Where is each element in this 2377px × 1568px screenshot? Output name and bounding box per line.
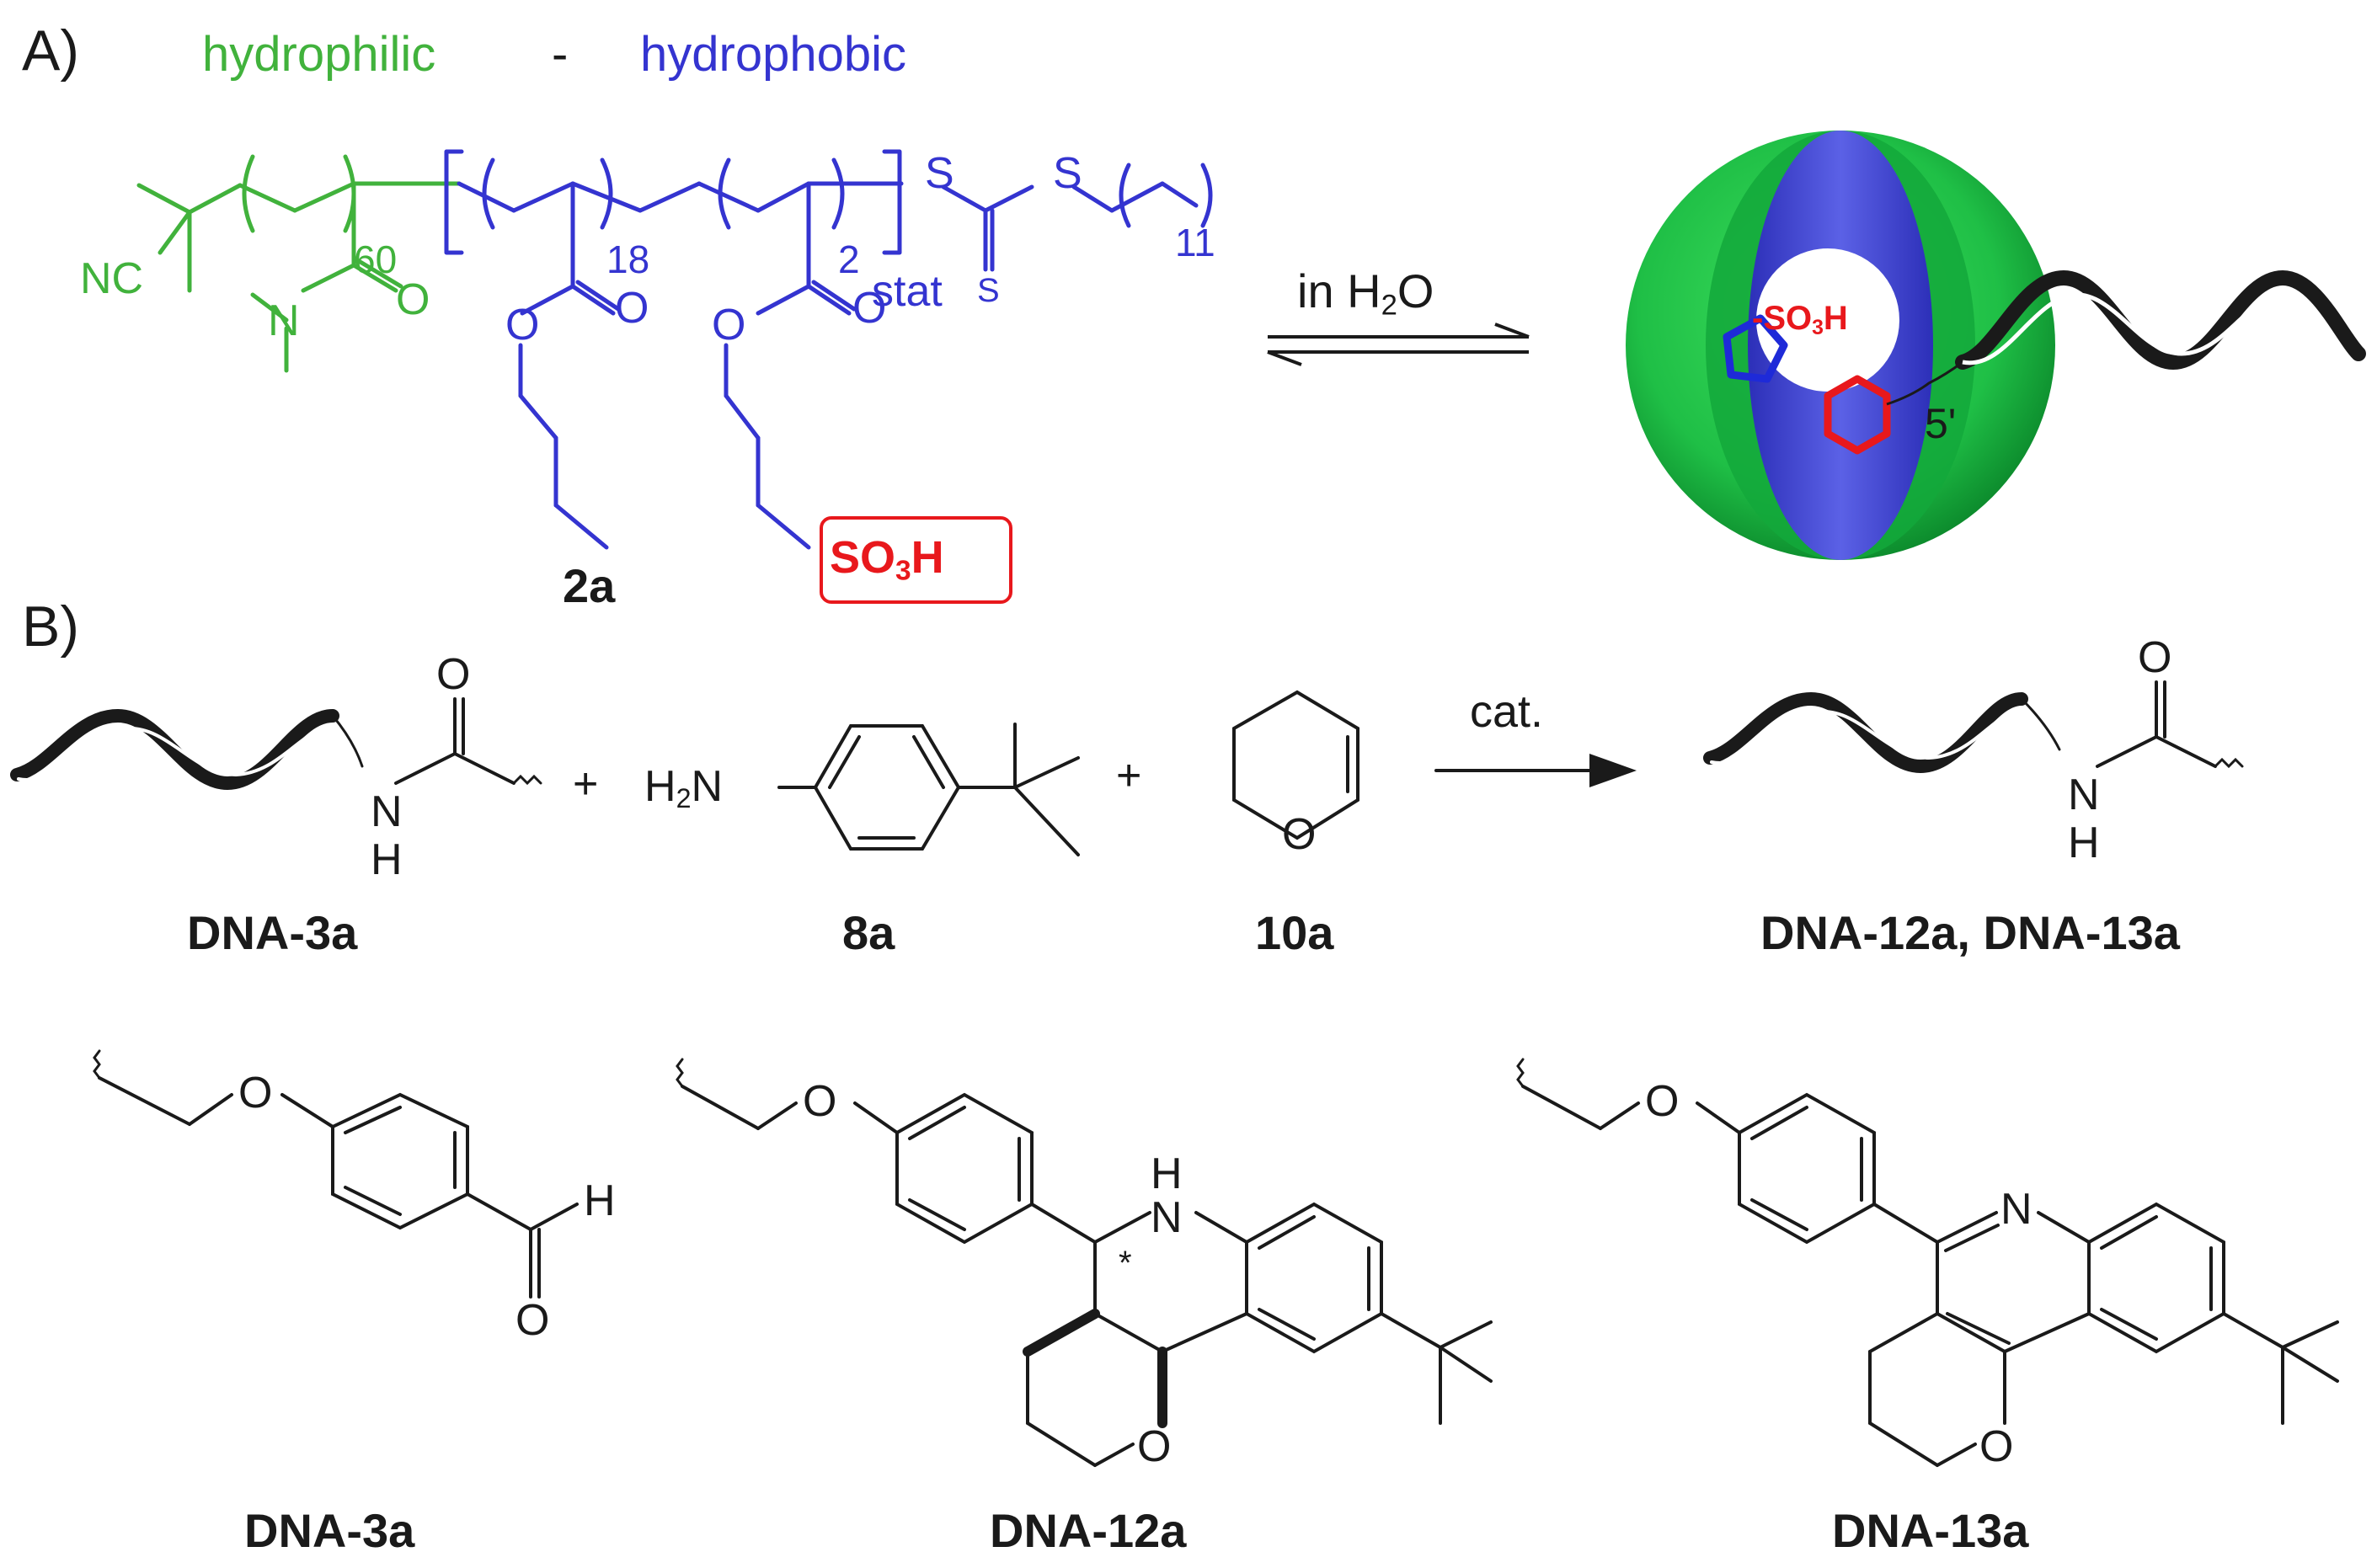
amide-n-left: N (371, 787, 403, 836)
equilibrium-condition: in H2O (1297, 264, 1434, 322)
label-10a: 10a (1255, 906, 1334, 959)
dma-block (136, 154, 462, 373)
sulfur-1: S (925, 149, 954, 198)
label-products: DNA-12a, DNA-13a (1760, 906, 2180, 959)
separator-dash: - (552, 27, 569, 82)
amide-nitrogen: N (268, 296, 300, 345)
dihydropyran-10a (1232, 690, 1359, 840)
sulfo-ester-oxygen: O (712, 301, 746, 349)
dna-helix-left (10, 708, 339, 791)
aldehyde-h: H (584, 1176, 616, 1225)
catalyst-label: cat. (1470, 686, 1544, 737)
sulfo-carbonyl-oxygen: O (852, 284, 887, 333)
alkyl-repeat: 11 (1175, 221, 1215, 264)
reaction-scheme (10, 680, 2244, 856)
label-dna-3a-bottom: DNA-3a (244, 1504, 415, 1557)
dna-helix-right (1703, 691, 2028, 774)
label-dna-3a-top: DNA-3a (187, 906, 358, 959)
panel-label-b: B) (22, 595, 79, 659)
micelle-acid-label: -SO3H (1752, 300, 1848, 340)
pyran-oxygen-13a: O (1979, 1422, 2014, 1471)
stereo-mark: * (1119, 1245, 1132, 1282)
amide-o-left: O (436, 650, 471, 699)
polymer-label-2a: 2a (563, 559, 616, 612)
label-8a: 8a (842, 906, 895, 959)
repeat-sulfo: 2 (838, 237, 860, 281)
equilibrium-arrows (1267, 323, 1530, 366)
nitrile-label: NC (80, 254, 144, 303)
structure-dna-13a (1516, 1058, 2339, 1467)
nh-n-12a: N (1151, 1193, 1183, 1242)
butyl-ester-oxygen: O (505, 301, 540, 349)
nh-h-12a: H (1151, 1149, 1183, 1198)
hydrophobic-label: hydrophobic (640, 27, 906, 82)
sulfur-3: S (977, 272, 1000, 309)
five-prime-label: 5' (1925, 400, 1957, 447)
amine-8a (777, 723, 1080, 856)
amide-h-right: H (2068, 819, 2100, 867)
sulfur-2: S (1053, 149, 1082, 198)
plus-2: + (1116, 751, 1142, 800)
acrylate-block (444, 149, 1213, 550)
structure-dna-3a (93, 1049, 579, 1299)
butyl-carbonyl-oxygen: O (615, 284, 649, 333)
plus-1: + (573, 760, 599, 808)
label-dna-13a: DNA-13a (1832, 1504, 2029, 1557)
ether-oxygen-3a: O (238, 1069, 273, 1117)
amide-o-right: O (2138, 633, 2172, 682)
polymer-2a (136, 149, 1213, 604)
ether-oxygen-13a: O (1645, 1077, 1680, 1126)
micelle (1626, 131, 2366, 560)
aldehyde-oxygen: O (515, 1296, 550, 1345)
amide-n-right: N (2068, 771, 2100, 819)
stat-label: stat (872, 267, 943, 316)
amine-group: H2N (644, 762, 724, 814)
structure-dna-12a (676, 1058, 1493, 1467)
repeat-dma: 60 (354, 237, 398, 281)
sulfonic-acid-label: SO3H (830, 532, 944, 587)
amide-oxygen: O (396, 275, 430, 324)
panel-label-a: A) (22, 19, 79, 83)
label-dna-12a: DNA-12a (990, 1504, 1187, 1557)
hydrophilic-label: hydrophilic (202, 27, 436, 82)
amide-h-left: H (371, 835, 403, 884)
ether-oxygen-12a: O (803, 1077, 837, 1126)
pyran-oxygen-12a: O (1137, 1422, 1172, 1471)
quinoline-n-13a: N (2000, 1185, 2032, 1234)
repeat-butyl: 18 (606, 237, 650, 281)
pyran-oxygen: O (1282, 810, 1317, 859)
